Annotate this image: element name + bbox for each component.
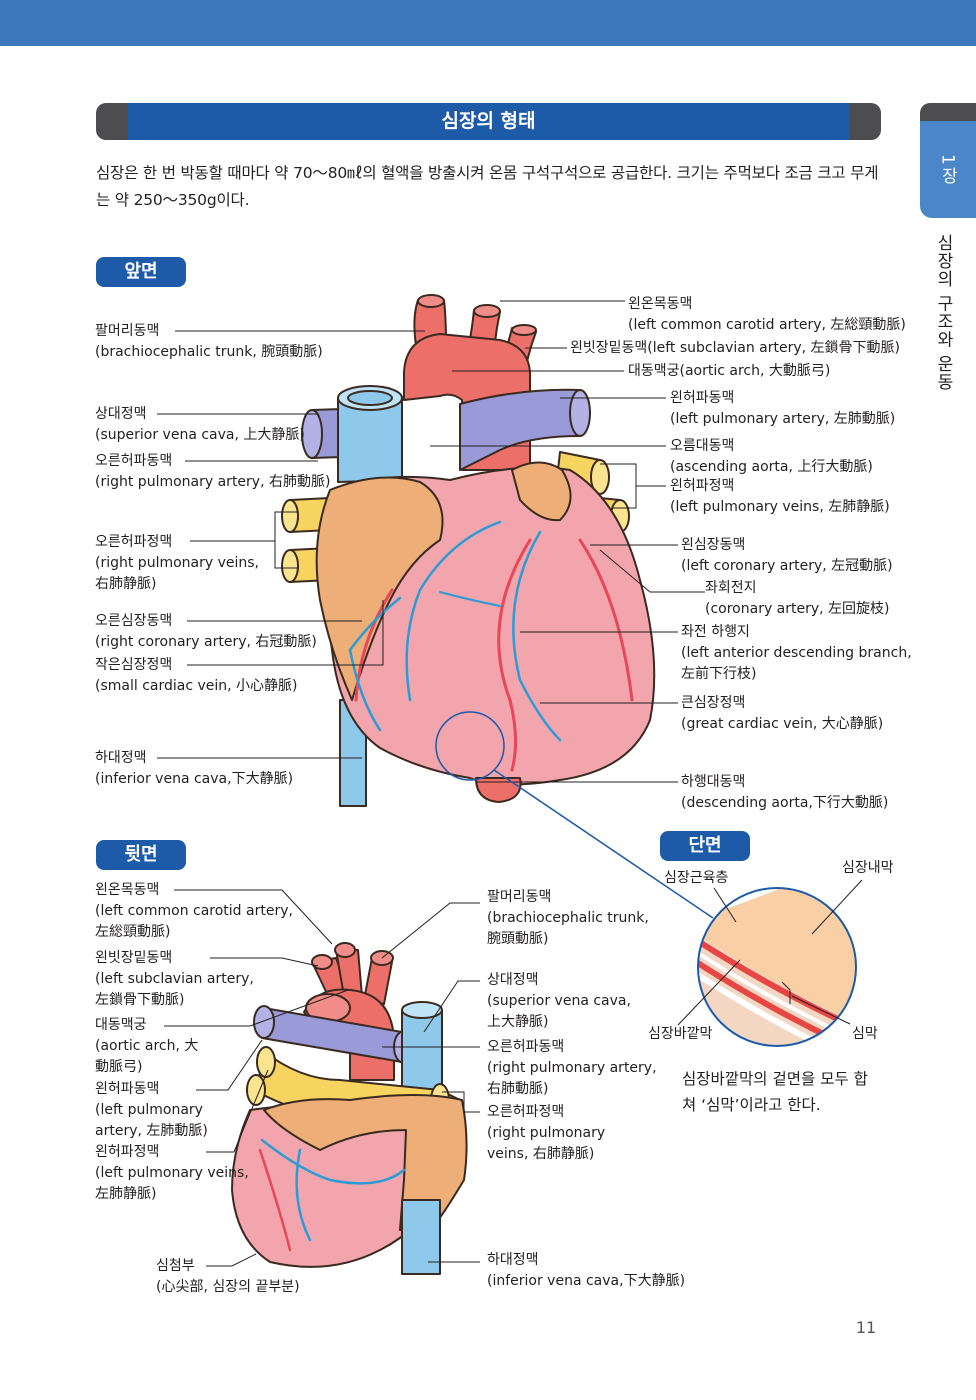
chapter-tab-cap	[920, 103, 976, 123]
back-label-superior-vena-cava: 상대정맥(superior vena cava,上大静脈)	[487, 972, 631, 1030]
section-label-endocardium: 심장내막	[842, 860, 894, 876]
front-label-left-coronary-artery: 왼심장동맥(left coronary artery, 左冠動脈)	[681, 537, 893, 574]
front-label-left-subclavian: 왼빗장밑동맥(left subclavian artery, 左鎖骨下動脈)	[570, 340, 901, 356]
chapter-tab: 1장	[920, 121, 976, 218]
back-view-badge: 뒷면	[96, 840, 186, 870]
front-label-right-pulmonary-veins: 오른허파정맥(right pulmonary veins,右肺静脈)	[95, 534, 260, 592]
front-label-superior-vena-cava: 상대정맥(superior vena cava, 上大静脈)	[95, 406, 305, 443]
back-label-left-common-carotid: 왼온목동맥(left common carotid artery,左総頸動脈)	[95, 882, 293, 940]
intro-paragraph: 심장은 한 번 박동할 때마다 약 70～80㎖의 혈액을 방출시켜 온몸 구석…	[96, 164, 879, 209]
front-view-badge: 앞면	[96, 257, 186, 287]
magnifier-link-line	[493, 769, 714, 919]
front-label-right-coronary-artery: 오른심장동맥(right coronary artery, 右冠動脈)	[95, 613, 317, 650]
title-bar: 심장의 형태	[96, 103, 881, 140]
back-label-apex: 심첨부(心尖部, 심장의 끝부분)	[156, 1258, 300, 1295]
front-label-descending-aorta: 하행대동맥(descending aorta,下行大動脈)	[681, 774, 889, 811]
page-title: 심장의 형태	[441, 110, 536, 132]
back-label-inferior-vena-cava: 하대정맥(inferior vena cava,下大静脈)	[487, 1252, 686, 1289]
magnifier-circle	[435, 711, 505, 781]
back-label-aortic-arch: 대동맥궁(aortic arch, 大動脈弓)	[95, 1017, 199, 1075]
section-label-myocardium: 심장근육층	[664, 870, 729, 886]
back-label-brachiocephalic-trunk: 팔머리동맥(brachiocephalic trunk,腕頭動脈)	[487, 889, 649, 947]
front-label-aortic-arch: 대동맥궁(aortic arch, 大動脈弓)	[628, 363, 831, 379]
front-label-circumflex-branch: 좌회전지(coronary artery, 左回旋枝)	[705, 580, 890, 617]
section-label-epicardium: 심장바깥막	[648, 1026, 713, 1042]
back-label-left-pulmonary-veins: 왼허파정맥(left pulmonary veins,左肺静脈)	[95, 1144, 249, 1202]
back-label-right-pulmonary-artery: 오른허파동맥(right pulmonary artery,右肺動脈)	[487, 1039, 657, 1097]
front-label-anterior-descending-branch: 좌전 하행지(left anterior descending branch,左…	[681, 624, 912, 682]
front-leader-lines	[157, 300, 705, 783]
back-label-left-subclavian: 왼빗장밑동맥(left subclavian artery,左鎖骨下動脈)	[95, 950, 254, 1008]
chapter-section-title: 심장의 구조와 운동	[933, 233, 953, 391]
back-heart-diagram	[231, 942, 468, 1275]
chapter-tab-label: 1장	[937, 153, 958, 186]
front-label-ascending-aorta: 오름대동맥(ascending aorta, 上行大動脈)	[670, 438, 873, 475]
front-heart-diagram	[281, 294, 656, 807]
pericardium-note: 심장바깥막의 겉면을 모두 합쳐 ‘심막’이라고 한다.	[682, 1070, 868, 1114]
top-color-strip	[0, 0, 976, 46]
section-label-pericardium: 심막	[852, 1026, 878, 1042]
page-number: 11	[855, 1318, 877, 1337]
front-label-small-cardiac-vein: 작은심장정맥(small cardiac vein, 小心静脈)	[95, 657, 298, 694]
back-coronary-vessels	[258, 1138, 406, 1252]
front-label-left-pulmonary-artery: 왼허파동맥(left pulmonary artery, 左肺動脈)	[670, 390, 896, 427]
back-leader-lines	[164, 889, 480, 1267]
front-label-right-pulmonary-artery: 오른허파동맥(right pulmonary artery, 右肺動脈)	[95, 453, 331, 490]
cross-section-badge: 단면	[660, 831, 750, 861]
front-label-brachiocephalic-trunk: 팔머리동맥(brachiocephalic trunk, 腕頭動脈)	[95, 323, 323, 360]
front-label-inferior-vena-cava: 하대정맥(inferior vena cava,下大静脈)	[95, 750, 294, 787]
front-label-great-cardiac-vein: 큰심장정맥(great cardiac vein, 大心静脈)	[681, 695, 884, 732]
front-label-left-pulmonary-veins: 왼허파정맥(left pulmonary veins, 左肺静脈)	[670, 478, 890, 515]
front-label-left-common-carotid: 왼온목동맥(left common carotid artery, 左総頸動脈)	[628, 296, 906, 333]
